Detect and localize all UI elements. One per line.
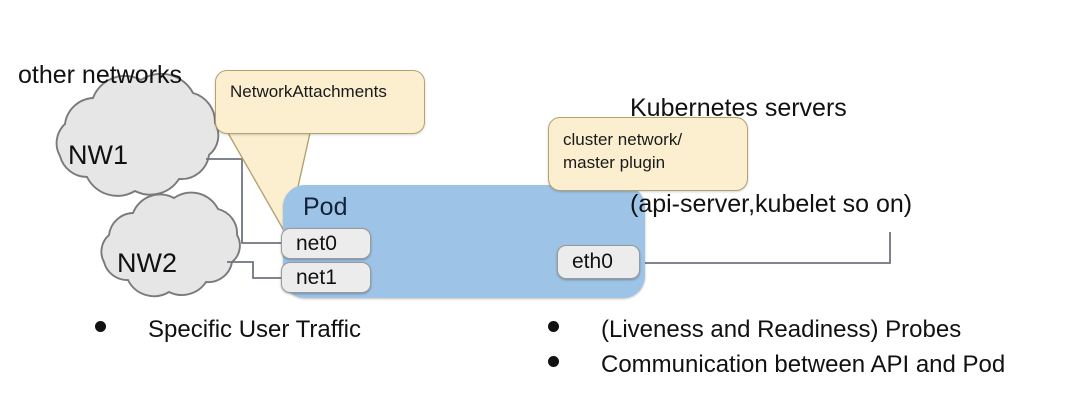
connector-eth0-k8s — [640, 232, 891, 264]
kubernetes-servers-label: Kubernetes servers (api-server,kubelet s… — [630, 28, 912, 284]
list-item-label: Specific User Traffic — [148, 316, 361, 343]
bullet-dot-icon — [548, 356, 559, 367]
bullet-dot-icon — [95, 321, 106, 332]
list-item: Communication between API and Pod — [548, 350, 1005, 380]
other-networks-label: other networks — [18, 61, 182, 89]
callout-cluster-network[interactable]: cluster network/ master plugin — [548, 117, 748, 191]
cloud-label-nw2: NW2 — [117, 248, 177, 278]
interface-chip-eth0[interactable]: eth0 — [557, 245, 640, 279]
cloud-nw1 — [55, 72, 220, 197]
connector-nw1-net0 — [206, 158, 283, 244]
callout-network-attachments[interactable]: NetworkAttachments — [215, 70, 425, 134]
kubernetes-servers-line1: Kubernetes servers — [630, 94, 847, 122]
list-item-label: Communication between API and Pod — [601, 351, 1006, 378]
interface-chip-net1[interactable]: net1 — [281, 262, 371, 293]
kubernetes-servers-line2: (api-server,kubelet so on) — [630, 190, 913, 218]
cloud-nw2 — [100, 191, 241, 298]
bullet-dot-icon — [548, 321, 559, 332]
bullet-list-right: (Liveness and Readiness) Probes Communic… — [548, 315, 1005, 380]
pod-label: Pod — [303, 193, 348, 221]
list-item: Specific User Traffic — [95, 315, 361, 345]
connector-nw2-net1 — [227, 261, 283, 279]
cloud-label-nw1: NW1 — [68, 140, 128, 170]
list-item-label: (Liveness and Readiness) Probes — [601, 316, 962, 343]
bullet-list-left: Specific User Traffic — [95, 315, 361, 345]
interface-chip-net0[interactable]: net0 — [281, 228, 371, 259]
list-item: (Liveness and Readiness) Probes — [548, 315, 1005, 345]
